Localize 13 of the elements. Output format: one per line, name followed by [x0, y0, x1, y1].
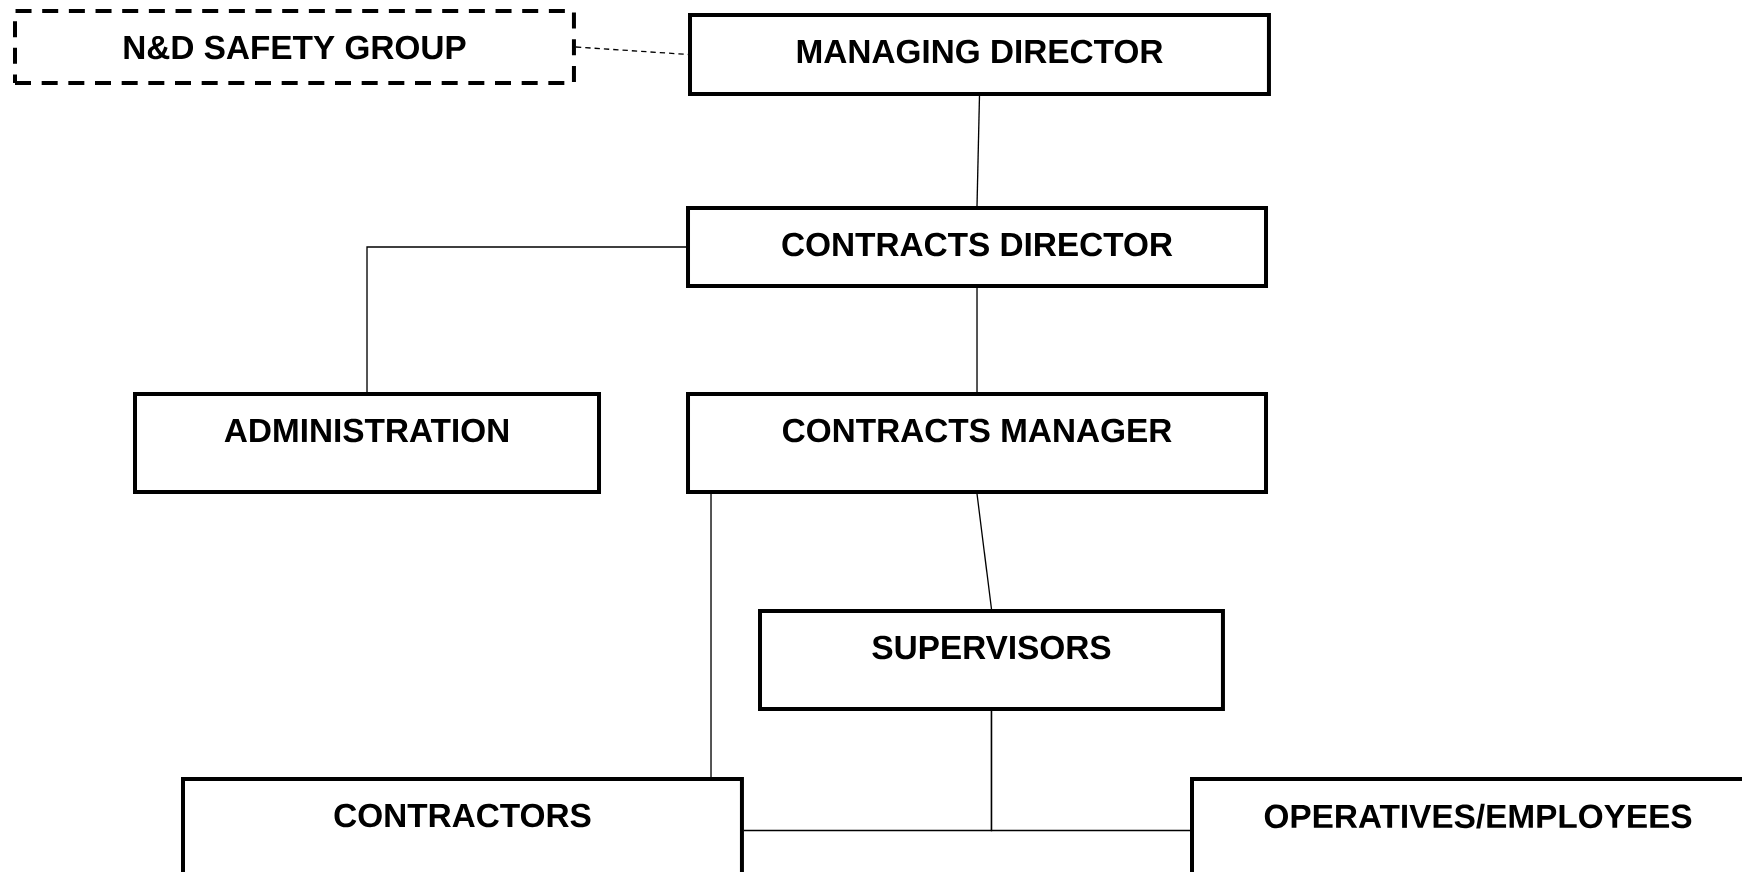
connector-line: [976, 95, 981, 207]
role-box: CONTRACTS DIRECTOR: [686, 206, 1268, 288]
role-box: CONTRACTS MANAGER: [686, 392, 1268, 494]
connector-line: [976, 287, 978, 393]
role-box: OPERATIVES/EMPLOYEES: [1190, 777, 1742, 872]
connector-line: [976, 493, 993, 610]
connector-line: [990, 710, 1191, 832]
role-box: ADMINISTRATION: [133, 392, 601, 494]
role-box: SUPERVISORS: [758, 609, 1225, 711]
role-box: MANAGING DIRECTOR: [688, 13, 1271, 96]
connector-line: [366, 246, 687, 393]
role-box: CONTRACTORS: [181, 777, 744, 872]
dashed-box: N&D SAFETY GROUP: [13, 9, 576, 85]
